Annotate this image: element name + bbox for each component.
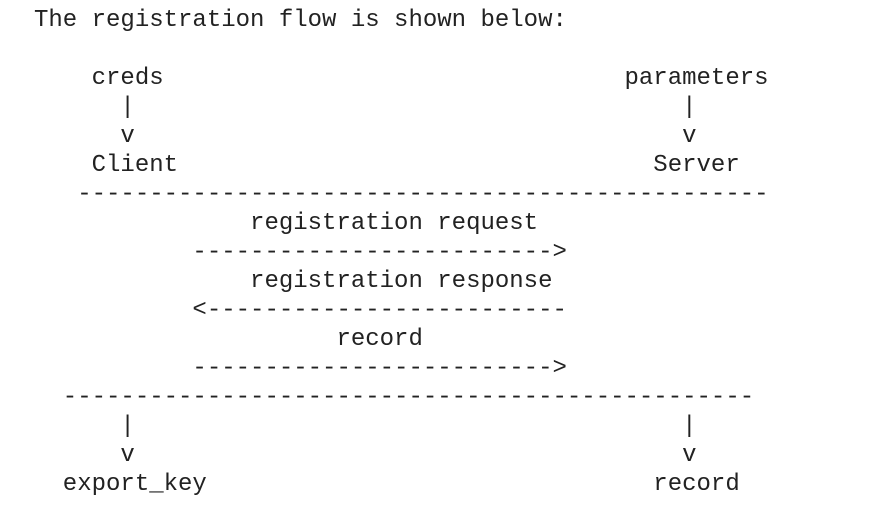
input-arrow-head: v v: [34, 123, 697, 150]
intro-text: The registration flow is shown below:: [34, 7, 567, 34]
party-labels: Client Server: [34, 152, 740, 179]
request-arrow: ------------------------->: [34, 239, 567, 266]
output-arrow-head: v v: [34, 442, 697, 469]
registration-response-label: registration response: [34, 268, 553, 295]
registration-request-label: registration request: [34, 210, 539, 237]
response-arrow: <-------------------------: [34, 297, 567, 324]
client-input-label: creds parameters: [34, 65, 769, 92]
output-arrow-shaft: | |: [34, 413, 697, 440]
top-divider: ----------------------------------------…: [34, 181, 769, 208]
record-label: record: [34, 326, 423, 353]
input-arrow-shaft: | |: [34, 94, 697, 121]
output-labels: export_key record: [34, 471, 740, 498]
record-arrow: ------------------------->: [34, 355, 567, 382]
bottom-divider: ----------------------------------------…: [34, 384, 755, 411]
